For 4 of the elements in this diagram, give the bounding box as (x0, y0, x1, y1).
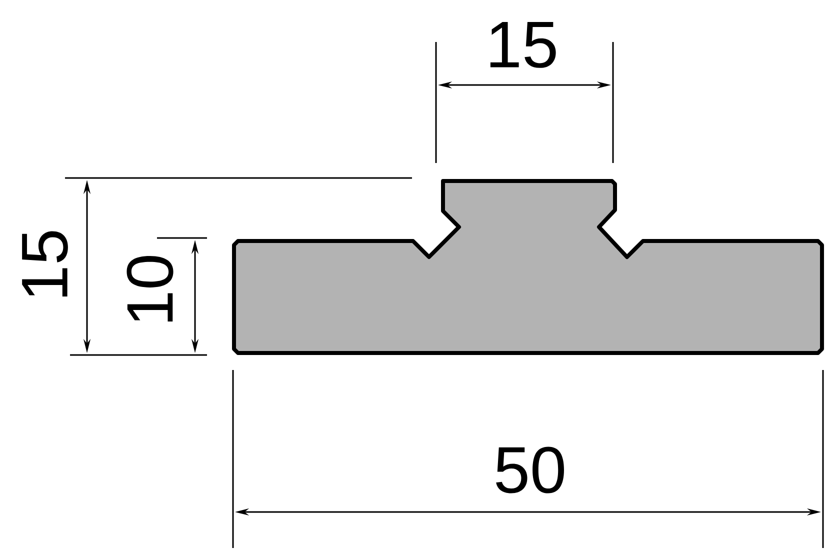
dimension-label: 15 (22, 231, 68, 297)
dimension-label: 50 (496, 446, 564, 494)
dimension-label: 10 (126, 256, 174, 322)
dimension-label: 15 (490, 22, 556, 68)
